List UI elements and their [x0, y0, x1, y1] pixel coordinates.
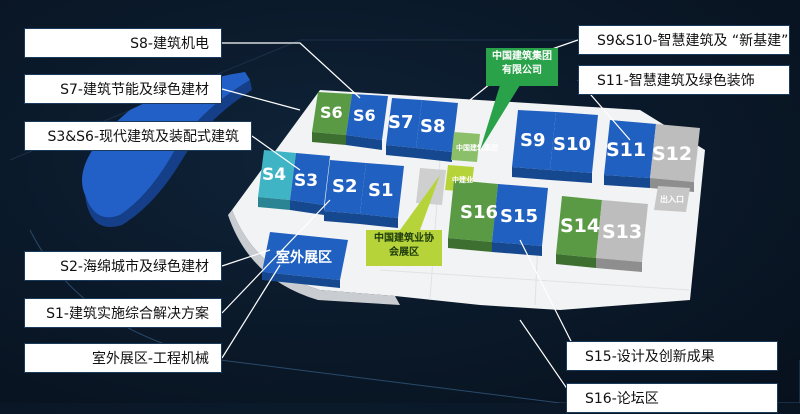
green-block-label: 中国建筑集团	[456, 143, 498, 152]
callout-group-pointer	[480, 85, 520, 150]
label-s8: S8-建筑机电	[24, 28, 222, 58]
connector-lines	[221, 39, 631, 394]
hall-s13[interactable]	[596, 200, 648, 272]
hall-labels: S6 S6 S7 S8 S9 S10 S11 S12 S4 S3 S2 S1 S…	[262, 103, 692, 266]
hall-label-s9: S9	[520, 130, 546, 151]
platform-edge	[228, 210, 400, 305]
callout-association-pointer	[400, 175, 440, 230]
label-outdoor: 室外展区-工程机械	[24, 343, 222, 373]
hall-outdoor[interactable]	[262, 232, 348, 288]
entrance-label: 出入口	[660, 194, 684, 204]
hall-s10[interactable]	[550, 112, 598, 183]
hall-s9[interactable]	[512, 110, 556, 180]
ship-building-side	[85, 80, 252, 227]
hall-s2[interactable]	[324, 160, 366, 224]
expo-floor-plan: S6 S6 S7 S8 S9 S10 S11 S12 S4 S3 S2 S1 S…	[9, 25, 800, 413]
entrance-block	[654, 186, 690, 212]
lime-block-label: 中建业	[452, 175, 473, 184]
hall-s6a[interactable]	[312, 92, 352, 145]
label-s11: S11-智慧建筑及绿色装饰	[578, 65, 790, 95]
hall-s1[interactable]	[360, 163, 404, 228]
label-s15: S15-设计及创新成果	[566, 341, 778, 371]
hall-label-s8: S8	[420, 116, 446, 137]
hall-s4[interactable]	[258, 150, 296, 210]
hall-label-s2: S2	[332, 176, 358, 197]
hall-label-s16: S16	[460, 202, 498, 223]
hall-s8[interactable]	[416, 100, 458, 162]
hall-s14[interactable]	[556, 196, 602, 268]
label-s7: S7-建筑节能及绿色建材	[24, 74, 222, 104]
hall-label-s7: S7	[388, 112, 414, 133]
label-s1: S1-建筑实施综合解决方案	[24, 298, 222, 328]
hall-s3[interactable]	[290, 153, 330, 215]
hall-label-s6b: S6	[353, 106, 376, 125]
hall-s11[interactable]	[604, 120, 656, 188]
label-s16: S16-论坛区	[566, 383, 778, 413]
platform-outline-top	[9, 39, 660, 161]
label-s9s10: S9&S10-智慧建筑及 “新基建”	[578, 25, 790, 55]
hall-label-s13: S13	[602, 221, 642, 243]
hall-label-s14: S14	[560, 215, 600, 237]
hall-s7[interactable]	[386, 98, 422, 158]
hall-label-s1: S1	[368, 180, 394, 201]
hall-label-s15: S15	[500, 206, 538, 227]
label-s2: S2-海绵城市及绿色建材	[24, 251, 222, 281]
hall-s16[interactable]	[448, 180, 498, 252]
hall-s6b[interactable]	[346, 94, 388, 150]
hall-label-s11: S11	[606, 139, 646, 161]
callout-association: 中国建筑业协会展区	[366, 230, 442, 266]
hall-s15[interactable]	[492, 184, 548, 256]
hall-label-outdoor: 室外展区	[276, 249, 332, 266]
hall-label-s6a: S6	[320, 103, 343, 122]
hall-label-s4: S4	[262, 165, 286, 185]
label-s3s6: S3&S6-现代建筑及装配式建筑	[24, 121, 252, 151]
callout-cscec-group: 中国建筑集团有限公司	[486, 48, 558, 86]
hall-label-s10: S10	[553, 134, 591, 155]
hall-label-s12: S12	[652, 143, 692, 165]
hall-label-s3: S3	[294, 171, 318, 191]
